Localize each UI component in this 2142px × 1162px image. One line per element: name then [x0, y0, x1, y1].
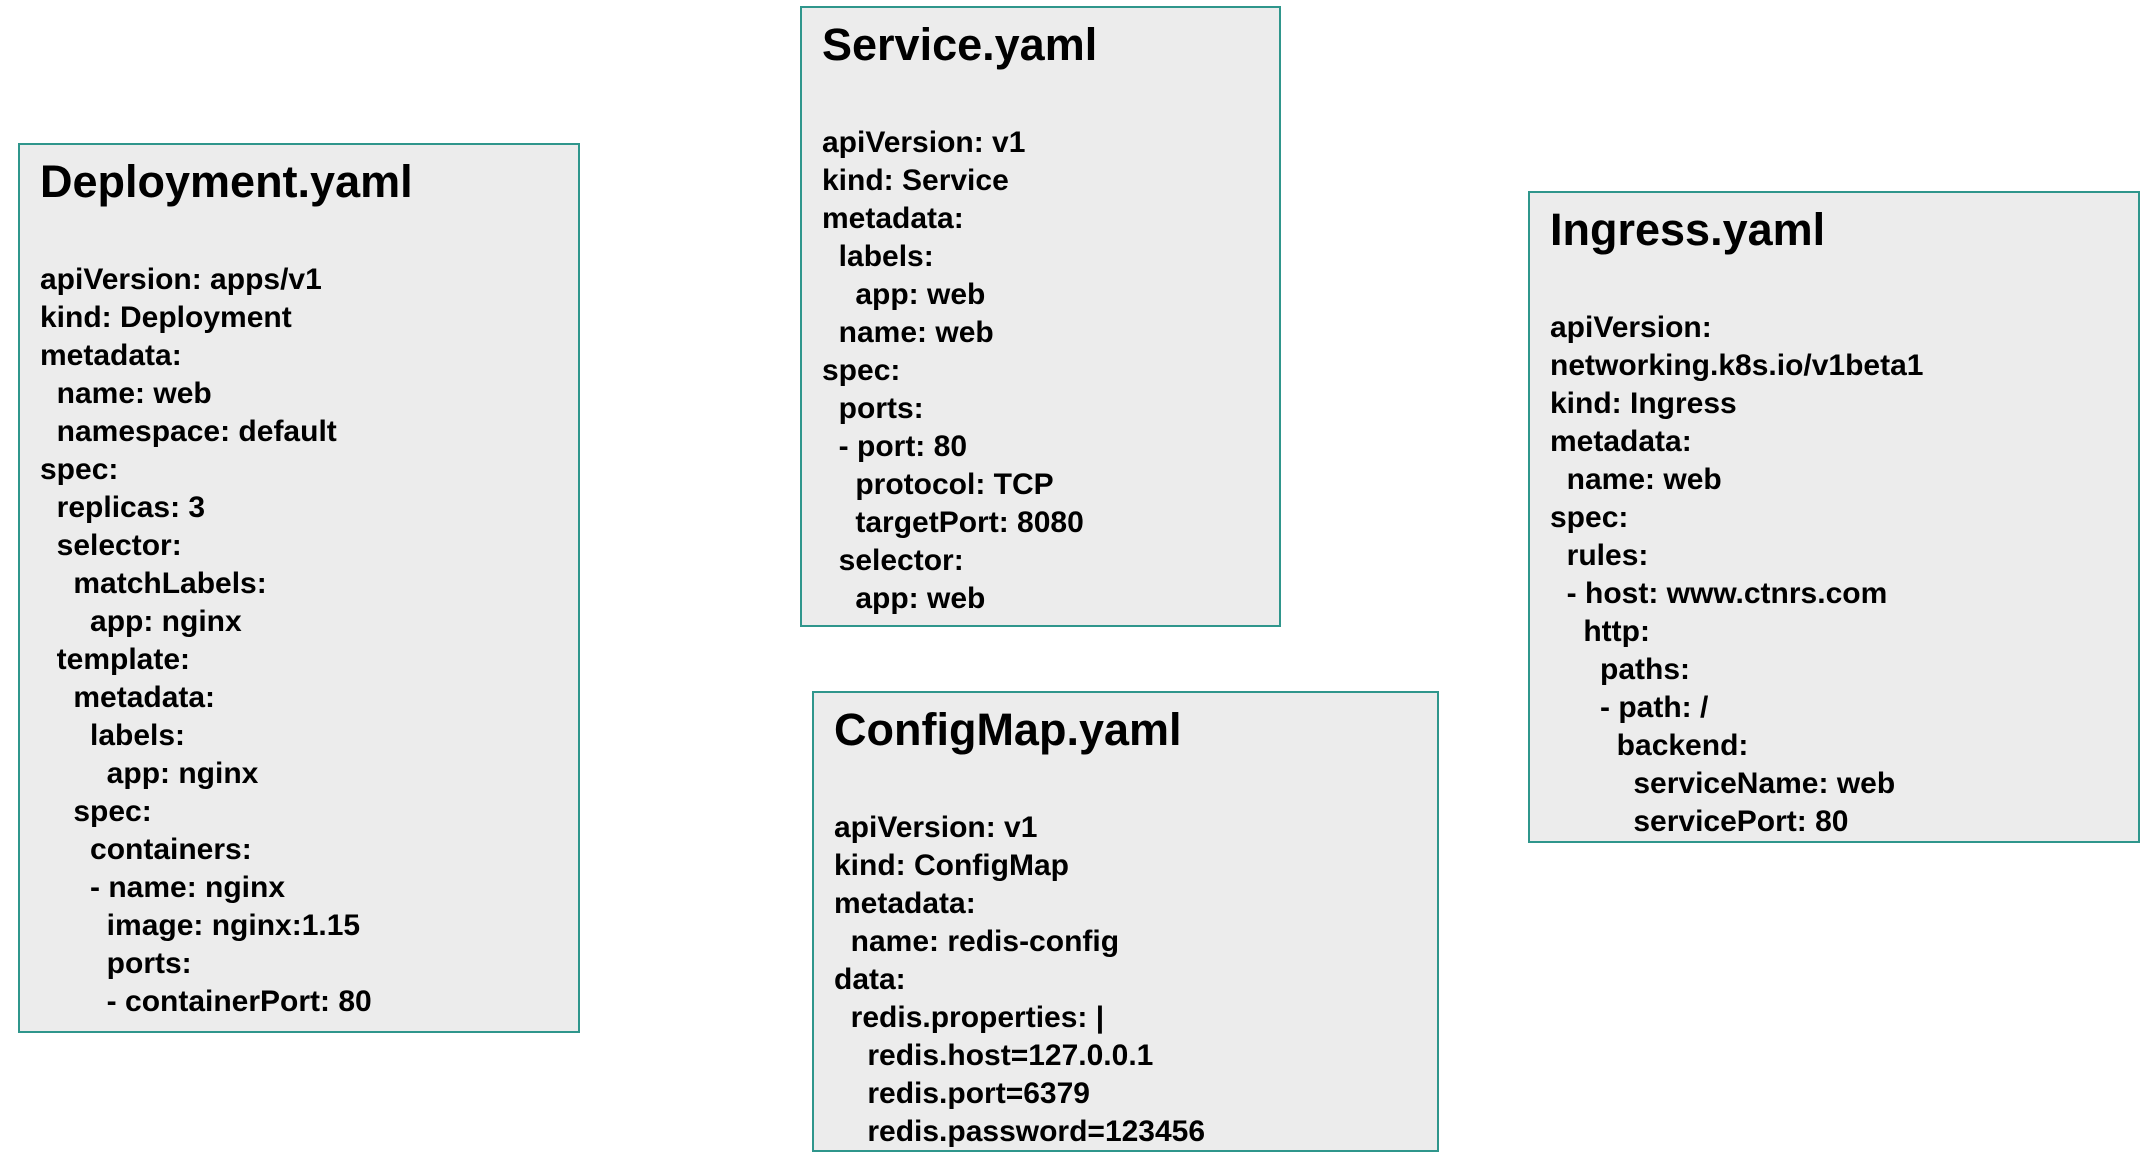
configmap-yaml-card: ConfigMap.yaml apiVersion: v1 kind: Conf…: [812, 691, 1439, 1152]
service-yaml-code: apiVersion: v1 kind: Service metadata: l…: [822, 126, 1084, 615]
ingress-yaml-code: apiVersion: networking.k8s.io/v1beta1 ki…: [1550, 311, 1924, 838]
deployment-yaml-code: apiVersion: apps/v1 kind: Deployment met…: [40, 263, 372, 1018]
deployment-card-title: Deployment.yaml: [40, 156, 413, 207]
configmap-card-title: ConfigMap.yaml: [834, 704, 1182, 755]
ingress-yaml-card: Ingress.yaml apiVersion: networking.k8s.…: [1528, 191, 2140, 843]
ingress-card-title: Ingress.yaml: [1550, 204, 1826, 255]
service-yaml-card: Service.yaml apiVersion: v1 kind: Servic…: [800, 6, 1281, 627]
service-card-title: Service.yaml: [822, 19, 1098, 70]
configmap-yaml-code: apiVersion: v1 kind: ConfigMap metadata:…: [834, 811, 1206, 1148]
deployment-yaml-card: Deployment.yaml apiVersion: apps/v1 kind…: [18, 143, 580, 1033]
